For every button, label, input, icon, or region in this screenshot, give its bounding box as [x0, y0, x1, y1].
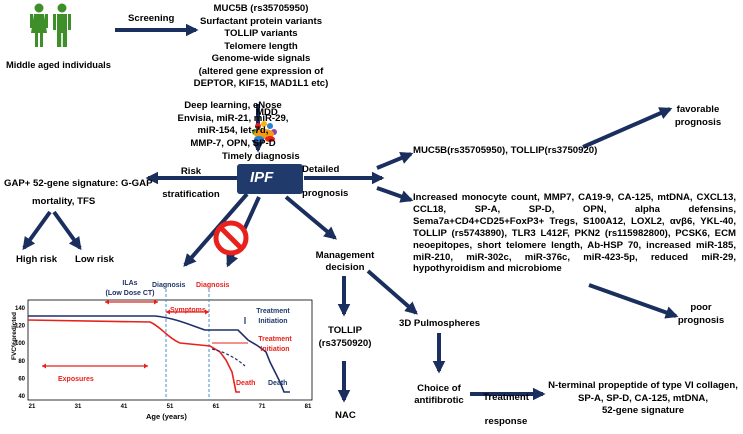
arrow-high-risk — [22, 210, 52, 251]
treatment-initiation-red: Treatment Initiation — [258, 336, 292, 353]
favorable-markers: MUC5B(rs35705950), TOLLIP(rs3750920) — [413, 145, 598, 156]
x-tick-label: 31 — [75, 404, 82, 410]
diagnosis-label-1: Diagnosis — [152, 282, 186, 289]
high-risk-label: High risk — [16, 254, 58, 265]
male-person-icon — [53, 3, 71, 47]
prohibition-icon — [213, 220, 249, 256]
mdd-people-icon — [252, 121, 277, 142]
screening-list: MUC5B (rs35705950) Surfactant protein va… — [193, 3, 329, 89]
symptoms-label: Symptoms — [170, 307, 206, 314]
y-tick-label: 60 — [18, 376, 25, 382]
death-blue-label: Death — [268, 380, 288, 387]
chart-tick-labels: 21 31 41 51 61 71 81 140 120 100 80 60 40 — [15, 306, 312, 410]
detailed-prognosis-label: Detailed prognosis — [302, 164, 349, 199]
ipf-label: IPF — [250, 169, 274, 186]
fvc-chart: 21 31 41 51 61 71 81 140 120 100 80 60 40 — [15, 289, 313, 410]
female-person-icon — [30, 3, 48, 47]
favorable-prognosis-label: favorable prognosis — [674, 104, 722, 128]
exposures-arrow-head-right — [144, 363, 148, 369]
x-tick-label: 21 — [29, 404, 36, 410]
arrow-favorable-markers — [376, 151, 414, 170]
gap-label: GAP+ 52-gene signature: G-GAP — [4, 178, 153, 189]
timely-diagnosis-label: Timely diagnosis — [222, 151, 300, 162]
screening-label: Screening — [128, 13, 175, 24]
ipf-box — [237, 164, 303, 194]
poor-prognosis-label: poor prognosis — [677, 302, 725, 326]
death-red-label: Death — [236, 380, 256, 387]
chart-axes — [27, 299, 313, 401]
red-fvc-curve — [27, 319, 240, 393]
x-tick-label: 71 — [259, 404, 266, 410]
x-tick-label: 81 — [305, 404, 312, 410]
y-tick-label: 140 — [15, 306, 26, 312]
arrow-pulmospheres — [366, 269, 418, 315]
x-tick-label: 41 — [121, 404, 128, 410]
risk-stratification-label: Risk stratification — [162, 166, 220, 200]
chart-xlabel: Age (years) — [146, 412, 187, 421]
symptoms-arrow-head-right — [205, 309, 209, 315]
chart-lines — [27, 289, 290, 400]
chart-frame — [27, 299, 313, 401]
mdd-label: MDD — [256, 107, 278, 118]
x-tick-label: 51 — [167, 404, 174, 410]
pulmospheres-label: 3D Pulmospheres — [399, 318, 481, 329]
y-tick-label: 80 — [18, 359, 25, 365]
arrow-poor-prognosis — [588, 283, 679, 319]
low-risk-label: Low risk — [75, 254, 114, 265]
arrow-poor-markers — [376, 186, 414, 203]
diagram-arrows — [22, 3, 679, 403]
treatment-initiation-blue: Treatment Initiation — [256, 308, 290, 325]
chart-ylabel: FVC%predicted — [11, 311, 19, 361]
x-tick-label: 61 — [213, 404, 220, 410]
nac-label: NAC — [335, 410, 356, 421]
arrow-low-risk — [52, 210, 82, 251]
exposures-arrow-head-left — [42, 363, 46, 369]
ilas-arrow-head-right — [154, 299, 158, 305]
people-label: Middle aged individuals — [6, 60, 111, 70]
mortality-label: mortality, TFS — [32, 196, 96, 207]
symptoms-arrow-head-left — [166, 309, 170, 315]
management-decision-label: Management decision — [315, 250, 375, 273]
ilas-label: ILAs (Low Dose CT) — [105, 280, 155, 297]
diagnostics-list: Deep learning, eNose Envisia, miR-21, mi… — [177, 100, 289, 149]
treatment-response-label: Treatment response — [483, 392, 529, 427]
ilas-arrow-head-left — [105, 299, 109, 305]
exposures-label: Exposures — [58, 376, 94, 383]
y-tick-label: 40 — [18, 394, 25, 400]
y-tick-label: 120 — [15, 324, 26, 330]
arrow-management-decision — [284, 195, 337, 240]
tollip-label: TOLLIP (rs3750920) — [318, 325, 372, 349]
navy-fvc-curve — [28, 315, 290, 393]
response-markers: N-terminal propeptide of type VI collage… — [548, 380, 738, 416]
arrow-favorable-prognosis — [582, 107, 673, 149]
choice-antifibrotic-label: Choice of antifibrotic — [414, 383, 464, 406]
y-tick-label: 100 — [15, 341, 26, 347]
diagnosis-label-2: Diagnosis — [196, 282, 230, 289]
poor-prognosis-markers: Increased monocyte count, MMP7, CA19-9, … — [413, 192, 736, 275]
